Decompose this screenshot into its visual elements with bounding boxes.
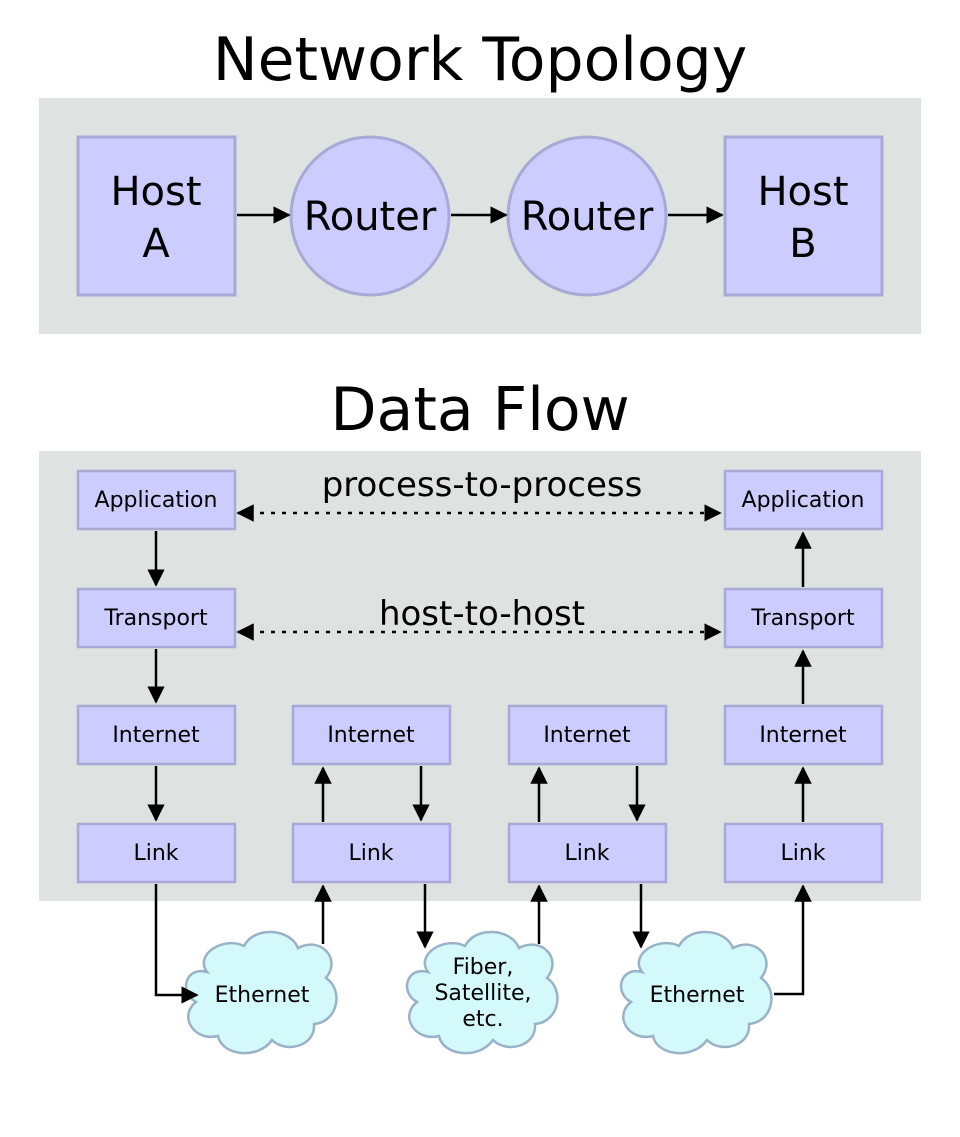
cloud-middle-label-line3: etc. [462,1007,503,1032]
router-1-stack: Internet Link [291,704,452,884]
router-1-internet-label: Internet [327,723,415,748]
router-1-link-label: Link [348,841,393,866]
host-a-transport-label: Transport [103,606,208,631]
router-2-link-layer [507,822,668,884]
host-b-label-line1: Host [757,169,848,215]
host-a-internet-layer [76,704,237,766]
router-2-internet-layer [507,704,668,766]
router-1-internet-layer [291,704,452,766]
cloud-right-label: Ethernet [650,983,745,1008]
host-b-link-label: Link [780,841,825,866]
cloud-left-label: Ethernet [215,983,310,1008]
router-1-label: Router [304,194,437,240]
host-to-host-label: host-to-host [379,594,585,634]
router-2-internet-label: Internet [543,723,631,748]
host-b-internet-label: Internet [759,723,847,748]
router-2-stack: Internet Link [507,704,668,884]
host-a-application-label: Application [95,488,218,513]
topology-title: Network Topology [213,25,748,95]
connector-host-a-link-to-left-cloud [154,884,199,1004]
host-a-label-line2: A [142,221,170,267]
connector-right-cloud-to-host-b-link [774,884,812,996]
router-2-label: Router [521,194,654,240]
host-b-application-label: Application [742,488,865,513]
host-a-link-layer [76,822,237,884]
host-b-internet-layer [723,704,884,766]
process-to-process-label: process-to-process [322,465,643,505]
topology-host-b: Host B [723,135,884,297]
topology-router-1: Router [289,135,451,297]
cloud-middle-label-line1: Fiber, [453,955,514,980]
host-b-transport-layer [723,587,884,649]
host-b-label-line2: B [789,221,816,267]
host-a-internet-label: Internet [112,723,200,748]
host-b-stack: Application Transport Internet Link [723,469,884,884]
router-1-link-layer [291,822,452,884]
host-a-stack: Application Transport Internet Link [76,469,237,884]
host-b-transport-label: Transport [750,606,855,631]
host-a-link-label: Link [133,841,178,866]
cloud-ethernet-right: Ethernet [619,930,773,1055]
host-b-application-layer [723,469,884,531]
host-a-label-line1: Host [110,169,201,215]
router-2-link-label: Link [564,841,609,866]
host-a-transport-layer [76,587,237,649]
topology-host-a: Host A [76,135,237,297]
cloud-middle-label-line2: Satellite, [434,981,531,1006]
cloud-ethernet-left: Ethernet [184,930,338,1055]
host-b-link-layer [723,822,884,884]
topology-router-2: Router [506,135,668,297]
host-a-application-layer [76,469,237,531]
dataflow-title: Data Flow [330,375,629,445]
cloud-fiber-satellite: Fiber, Satellite, etc. [405,930,559,1055]
